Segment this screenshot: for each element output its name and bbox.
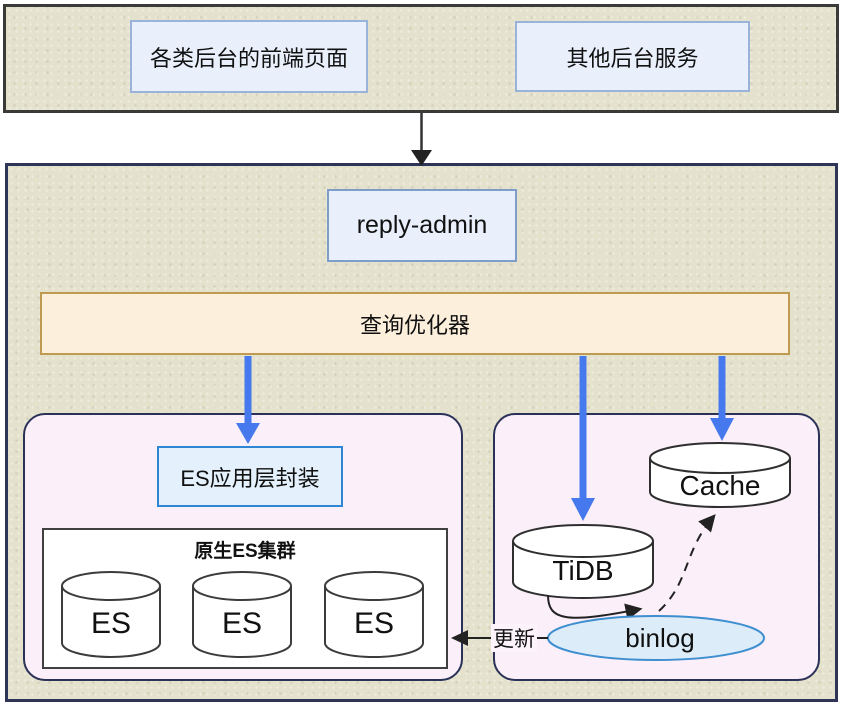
es-cluster-title: 原生ES集群 bbox=[194, 541, 296, 562]
frontend-pages-box: 各类后台的前端页面 bbox=[130, 20, 368, 93]
query-optimizer-label: 查询优化器 bbox=[359, 312, 470, 338]
reply-admin-label: reply-admin bbox=[356, 211, 488, 239]
query-optimizer-box: 查询优化器 bbox=[40, 292, 790, 355]
top-connector-arrow bbox=[411, 113, 432, 166]
other-services-box: 其他后台服务 bbox=[515, 21, 750, 92]
storage-panel bbox=[493, 413, 820, 681]
es-app-layer-box: ES应用层封装 bbox=[157, 446, 343, 507]
es-app-layer-label: ES应用层封装 bbox=[180, 465, 320, 491]
frontend-pages-label: 各类后台的前端页面 bbox=[149, 45, 348, 71]
other-services-label: 其他后台服务 bbox=[566, 45, 699, 71]
es-cluster-box: 原生ES集群 bbox=[42, 528, 448, 669]
reply-admin-box: reply-admin bbox=[327, 189, 517, 262]
